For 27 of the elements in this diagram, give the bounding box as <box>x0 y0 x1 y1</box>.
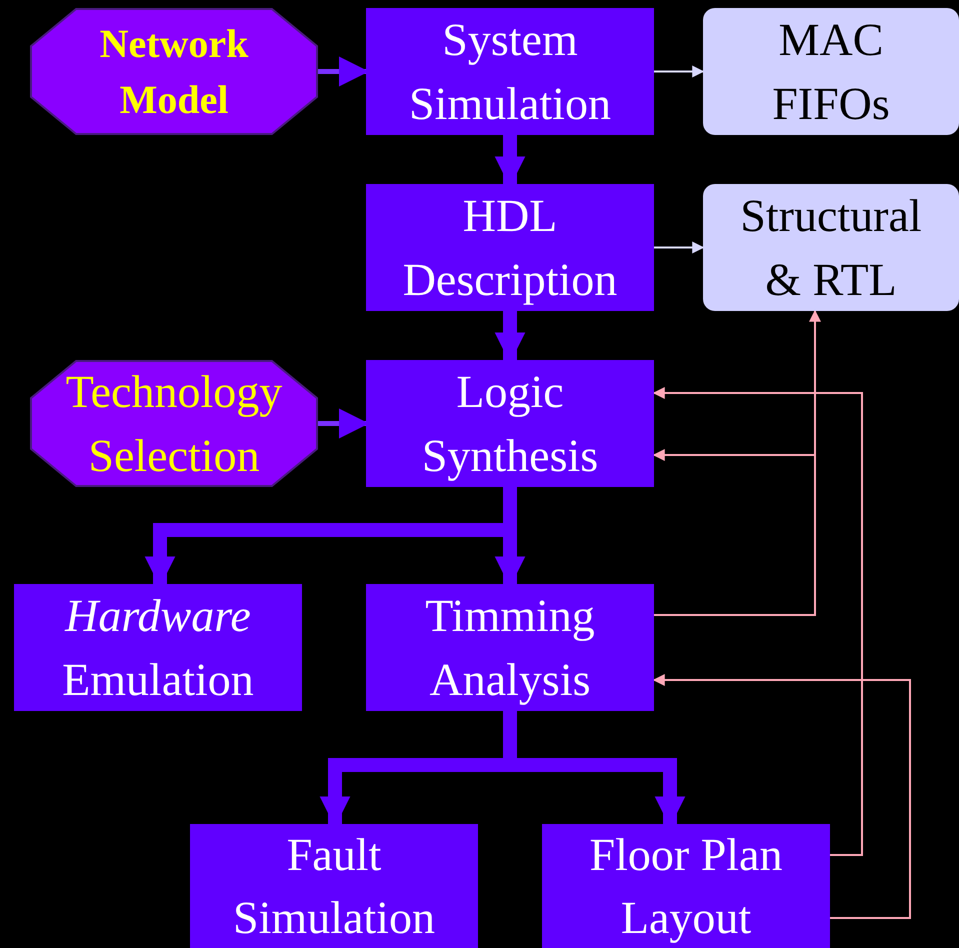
process-box <box>366 584 654 711</box>
node-label: Timming Analysis <box>424 589 596 707</box>
arrow <box>654 66 704 78</box>
process-box <box>366 8 654 135</box>
node-label: System Simulation <box>408 13 612 130</box>
node-label: Fault Simulation <box>232 828 436 945</box>
process-box <box>703 184 959 311</box>
process-box <box>703 8 959 135</box>
arrow <box>652 387 863 856</box>
arrow <box>652 674 911 919</box>
process-box <box>190 824 478 948</box>
node-label: Hardware Emulation <box>61 589 255 706</box>
process-box <box>542 824 830 948</box>
process-box <box>14 584 302 711</box>
octagon-node <box>30 360 318 487</box>
process-box <box>366 184 654 311</box>
node-label: Logic Synthesis <box>420 365 600 483</box>
process-box <box>366 360 654 487</box>
node-label: Network Model <box>98 20 250 124</box>
node-label: MAC FIFOs <box>771 13 891 130</box>
arrow <box>652 449 816 616</box>
node-label: Floor Plan Layout <box>588 828 784 945</box>
node-label: Structural & RTL <box>739 189 923 306</box>
octagon-node <box>30 8 318 135</box>
arrow <box>654 242 704 254</box>
node-label: Technology Selection <box>64 365 284 482</box>
node-label: HDL Description <box>402 189 618 307</box>
